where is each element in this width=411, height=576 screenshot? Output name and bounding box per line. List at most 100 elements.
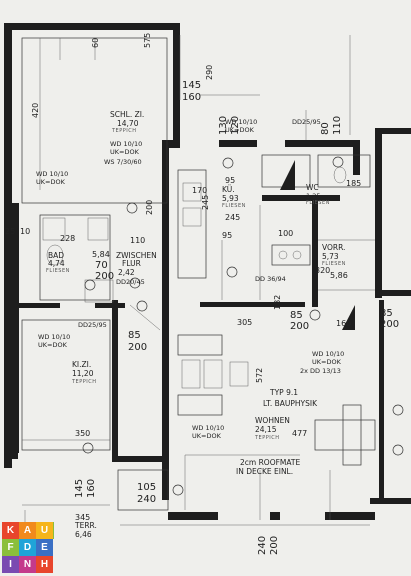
room-wohnen: WOHNEN 24,15 TEPPICH <box>254 416 290 441</box>
room-floor: FLIESEN <box>306 200 330 206</box>
door-note: DD20/45 <box>116 278 145 286</box>
room-floor: TEPPICH <box>111 128 136 134</box>
svg-text:245: 245 <box>201 195 210 210</box>
svg-text:228: 228 <box>60 234 75 243</box>
svg-text:200: 200 <box>380 319 399 330</box>
svg-text:130: 130 <box>218 116 229 135</box>
svg-text:UK=DOK: UK=DOK <box>225 126 255 134</box>
logo-letter: E <box>36 539 53 556</box>
svg-text:WD 10/10: WD 10/10 <box>192 424 224 432</box>
room-name: TERR. <box>74 521 97 530</box>
shaft-markers <box>280 160 355 330</box>
svg-text:245: 245 <box>225 213 240 222</box>
svg-text:345: 345 <box>75 513 90 522</box>
logo-letter: N <box>19 556 36 573</box>
room-floor: TEPPICH <box>71 379 96 385</box>
svg-text:100: 100 <box>278 229 293 238</box>
svg-text:350: 350 <box>75 429 90 438</box>
svg-text:160: 160 <box>182 92 201 103</box>
svg-text:182: 182 <box>273 295 282 310</box>
room-name-2: FLUR <box>122 259 141 268</box>
svg-text:DD 36/94: DD 36/94 <box>255 275 286 283</box>
svg-text:UK=DOK: UK=DOK <box>192 432 222 440</box>
svg-text:10: 10 <box>20 227 30 236</box>
svg-text:UK=DOK: UK=DOK <box>312 358 342 366</box>
room-area: 5,73 <box>322 252 339 261</box>
room-kinderzimmer: KI.ZI. 11,20 TEPPICH <box>71 360 96 385</box>
svg-text:5,84: 5,84 <box>92 250 110 259</box>
svg-text:477: 477 <box>292 429 307 438</box>
room-vorraum: VORR. 5,73 FLIESEN <box>322 243 345 267</box>
svg-text:572: 572 <box>255 368 264 383</box>
room-name: ZWISCHEN <box>116 251 157 260</box>
svg-text:80: 80 <box>320 122 331 135</box>
room-terrasse: TERR. 6,46 <box>74 521 97 539</box>
room-area: 6,46 <box>75 530 92 539</box>
window-note: WS 7/30/60 <box>104 158 142 166</box>
room-area: 4,74 <box>48 259 65 268</box>
room-name: BAD <box>48 251 64 260</box>
svg-text:95: 95 <box>225 176 235 185</box>
room-name: WOHNEN <box>255 416 290 425</box>
room-area: 1,25 <box>306 192 320 200</box>
room-area: 11,20 <box>72 369 94 378</box>
svg-text:145: 145 <box>74 479 85 498</box>
room-area: 14,70 <box>117 119 139 128</box>
room-zwischenflur: ZWISCHEN FLUR 2,42 DD20/45 <box>116 251 157 286</box>
dimensions: 145 160 290 130 120 80 110 420 60 575 17… <box>5 33 399 555</box>
svg-text:200: 200 <box>269 536 280 555</box>
walls <box>4 23 411 520</box>
svg-text:575: 575 <box>143 33 152 48</box>
svg-text:200: 200 <box>95 271 114 282</box>
svg-text:2x DD 13/13: 2x DD 13/13 <box>300 367 341 375</box>
svg-text:320: 320 <box>315 266 330 275</box>
svg-text:5,86: 5,86 <box>330 271 348 280</box>
logo-letter: K <box>2 522 19 539</box>
logo-letter: H <box>36 556 53 573</box>
room-area: 24,15 <box>255 425 277 434</box>
wall-note: WD 10/10 <box>110 140 142 148</box>
room-name: KÜ. <box>222 185 235 194</box>
svg-text:TYP 9.1: TYP 9.1 <box>269 388 298 397</box>
wall-note: UK=DOK <box>110 148 140 156</box>
svg-text:60: 60 <box>91 38 100 48</box>
svg-text:WD 10/10: WD 10/10 <box>38 333 70 341</box>
room-schlafzimmer: SCHL. ZI. 14,70 TEPPICH WD 10/10 UK=DOK … <box>104 110 144 166</box>
svg-text:420: 420 <box>31 103 40 118</box>
svg-text:240: 240 <box>257 536 268 555</box>
room-kueche: KÜ. 5,93 FLIESEN <box>222 185 246 209</box>
svg-text:85: 85 <box>128 330 141 341</box>
svg-text:160: 160 <box>86 479 97 498</box>
svg-text:170: 170 <box>192 186 207 195</box>
room-name: SCHL. ZI. <box>110 110 144 119</box>
svg-text:25: 25 <box>5 227 15 236</box>
kaufdeinhaus-logo: K A U F D E I N H <box>2 522 54 574</box>
svg-text:WD 10/10: WD 10/10 <box>36 170 68 178</box>
room-floor: FLIESEN <box>222 203 246 209</box>
svg-text:85: 85 <box>380 308 393 319</box>
svg-text:UK=DOK: UK=DOK <box>36 178 66 186</box>
svg-text:LT. BAUPHYSIK: LT. BAUPHYSIK <box>263 399 318 408</box>
room-name: WC <box>306 183 319 192</box>
svg-text:95: 95 <box>222 231 232 240</box>
svg-text:WD 10/10: WD 10/10 <box>225 118 257 126</box>
room-name: KI.ZI. <box>72 360 91 369</box>
annotations: WD 10/10 UK=DOK WD 10/10 UK=DOK DD25/95 … <box>36 118 344 476</box>
svg-text:160: 160 <box>336 319 351 328</box>
svg-text:110: 110 <box>332 116 343 135</box>
room-floor: FLIESEN <box>46 268 70 274</box>
logo-letter: F <box>2 539 19 556</box>
svg-text:290: 290 <box>205 65 214 80</box>
room-name: VORR. <box>322 243 345 252</box>
svg-text:240: 240 <box>137 494 156 505</box>
svg-text:200: 200 <box>290 321 309 332</box>
svg-text:UK=DOK: UK=DOK <box>38 341 68 349</box>
logo-letter: I <box>2 556 19 573</box>
svg-text:200: 200 <box>128 342 147 353</box>
svg-text:120: 120 <box>230 116 241 135</box>
svg-text:110: 110 <box>130 236 145 245</box>
window-markers <box>82 156 404 496</box>
room-floor: TEPPICH <box>254 435 279 441</box>
svg-text:DD25/95: DD25/95 <box>292 118 321 126</box>
svg-text:85: 85 <box>290 310 303 321</box>
